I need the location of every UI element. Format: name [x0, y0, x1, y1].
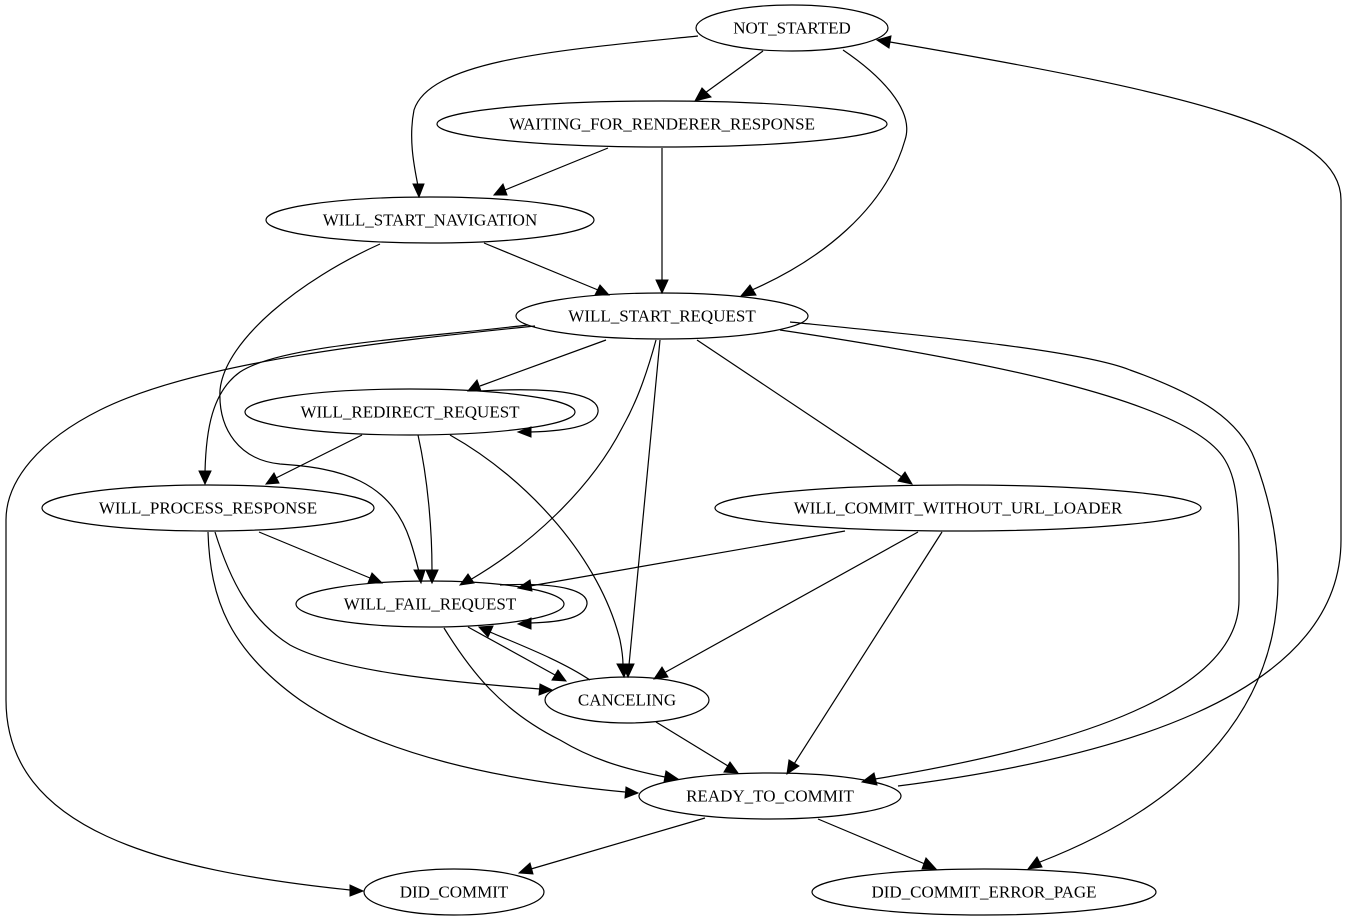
arrowhead-icon — [652, 666, 669, 680]
arrowhead-icon — [875, 35, 892, 49]
arrowhead-icon — [516, 426, 532, 438]
arrowhead-icon — [655, 279, 669, 295]
arrowhead-icon — [412, 183, 425, 199]
node-label: WILL_FAIL_REQUEST — [344, 595, 517, 614]
arrowhead-icon — [786, 759, 800, 776]
node-canceling[interactable]: CANCELING — [544, 676, 710, 724]
arrowhead-icon — [860, 772, 878, 786]
edge-not-started-to-waiting — [694, 50, 764, 102]
edge-will-process-response-to-will-fail-request — [258, 531, 384, 584]
node-label: WILL_START_NAVIGATION — [323, 211, 538, 230]
node-label: WILL_REDIRECT_REQUEST — [300, 403, 520, 422]
edge-waiting-to-will-start-request — [655, 148, 669, 295]
node-label: DID_COMMIT — [400, 883, 509, 902]
arrowhead-icon — [413, 569, 426, 585]
node-will-fail-request[interactable]: WILL_FAIL_REQUEST — [295, 580, 565, 628]
edge-will-commit-without-url-loader-to-ready-to-commit — [786, 531, 943, 776]
edge-will-start-request-to-will-redirect-request — [466, 339, 607, 392]
edge-will-start-request-to-did-commit — [5, 325, 536, 897]
edge-will-start-navigation-to-will-start-request — [483, 242, 611, 296]
edge-will-start-request-to-did-commit-error-page — [789, 321, 1279, 870]
edge-will-fail-request-to-canceling — [467, 626, 568, 682]
arrowhead-icon — [516, 579, 533, 592]
node-will-process-response[interactable]: WILL_PROCESS_RESPONSE — [41, 484, 375, 532]
node-label: CANCELING — [578, 691, 676, 710]
arrowhead-icon — [723, 761, 740, 774]
node-will-start-navigation[interactable]: WILL_START_NAVIGATION — [265, 196, 595, 244]
edge-ready-to-commit-to-did-commit-error-page — [817, 818, 938, 870]
node-will-redirect-request[interactable]: WILL_REDIRECT_REQUEST — [244, 388, 576, 436]
arrowhead-icon — [594, 284, 611, 296]
arrowhead-icon — [492, 183, 508, 196]
arrowhead-icon — [477, 625, 494, 638]
node-label: WILL_PROCESS_RESPONSE — [99, 499, 317, 518]
node-waiting-for-renderer-response[interactable]: WAITING_FOR_RENDERER_RESPONSE — [436, 100, 888, 148]
edge-ready-to-commit-to-not-started — [875, 35, 1342, 787]
arrowhead-icon — [616, 663, 630, 679]
edge-not-started-to-will-start-request — [739, 49, 908, 297]
arrowhead-icon — [694, 87, 712, 102]
arrowhead-icon — [516, 617, 532, 630]
edge-will-redirect-request-self-loop — [479, 389, 599, 438]
edge-waiting-to-will-start-navigation — [492, 147, 609, 196]
node-will-commit-without-url-loader[interactable]: WILL_COMMIT_WITHOUT_URL_LOADER — [714, 484, 1202, 532]
node-did-commit-error-page[interactable]: DID_COMMIT_ERROR_PAGE — [811, 868, 1157, 916]
node-label: WAITING_FOR_RENDERER_RESPONSE — [509, 115, 815, 134]
arrowhead-icon — [466, 379, 482, 392]
arrowhead-icon — [663, 770, 680, 783]
arrowhead-icon — [349, 884, 365, 897]
arrowhead-icon — [897, 471, 914, 485]
node-ready-to-commit[interactable]: READY_TO_COMMIT — [638, 772, 902, 820]
arrowhead-icon — [624, 786, 640, 799]
arrowhead-icon — [739, 284, 757, 297]
edge-will-fail-request-self-loop — [499, 583, 588, 630]
arrowhead-icon — [551, 669, 568, 682]
edge-will-fail-request-to-ready-to-commit — [443, 627, 680, 783]
edge-will-commit-without-url-loader-to-canceling — [652, 531, 919, 680]
edge-will-start-request-to-will-fail-request — [458, 339, 657, 586]
arrowhead-icon — [198, 470, 212, 486]
edge-will-start-request-to-will-commit-without-url-loader — [696, 339, 914, 485]
arrowhead-icon — [538, 683, 554, 696]
arrowhead-icon — [458, 573, 475, 586]
arrowhead-icon — [367, 572, 384, 584]
edge-will-commit-without-url-loader-to-will-fail-request — [516, 530, 846, 592]
edge-will-start-request-to-ready-to-commit — [779, 329, 1240, 786]
edge-will-start-navigation-to-will-fail-request — [219, 243, 426, 585]
arrowhead-icon — [1026, 856, 1043, 870]
arrowhead-icon — [264, 472, 280, 485]
edge-will-redirect-request-to-canceling — [449, 434, 630, 679]
edge-will-process-response-to-canceling — [214, 531, 554, 696]
node-did-commit[interactable]: DID_COMMIT — [363, 868, 545, 916]
node-label: DID_COMMIT_ERROR_PAGE — [871, 883, 1096, 902]
edge-will-process-response-to-ready-to-commit — [207, 531, 640, 799]
edge-will-start-request-to-canceling — [621, 339, 661, 679]
arrowhead-icon — [425, 569, 439, 585]
edge-ready-to-commit-to-did-commit — [517, 817, 706, 875]
edge-canceling-to-will-fail-request — [477, 625, 591, 681]
node-will-start-request[interactable]: WILL_START_REQUEST — [515, 292, 809, 340]
node-label: WILL_COMMIT_WITHOUT_URL_LOADER — [794, 499, 1123, 518]
edge-will-redirect-request-to-will-process-response — [264, 434, 363, 485]
node-not-started[interactable]: NOT_STARTED — [695, 4, 889, 52]
arrowhead-icon — [517, 862, 534, 875]
node-label: READY_TO_COMMIT — [686, 787, 854, 806]
edge-not-started-to-will-start-navigation — [411, 35, 699, 199]
edge-will-redirect-request-to-will-fail-request — [417, 434, 439, 585]
node-label: WILL_START_REQUEST — [568, 307, 756, 326]
arrowhead-icon — [921, 857, 938, 870]
node-label: NOT_STARTED — [733, 19, 851, 38]
edge-canceling-to-ready-to-commit — [655, 721, 740, 774]
